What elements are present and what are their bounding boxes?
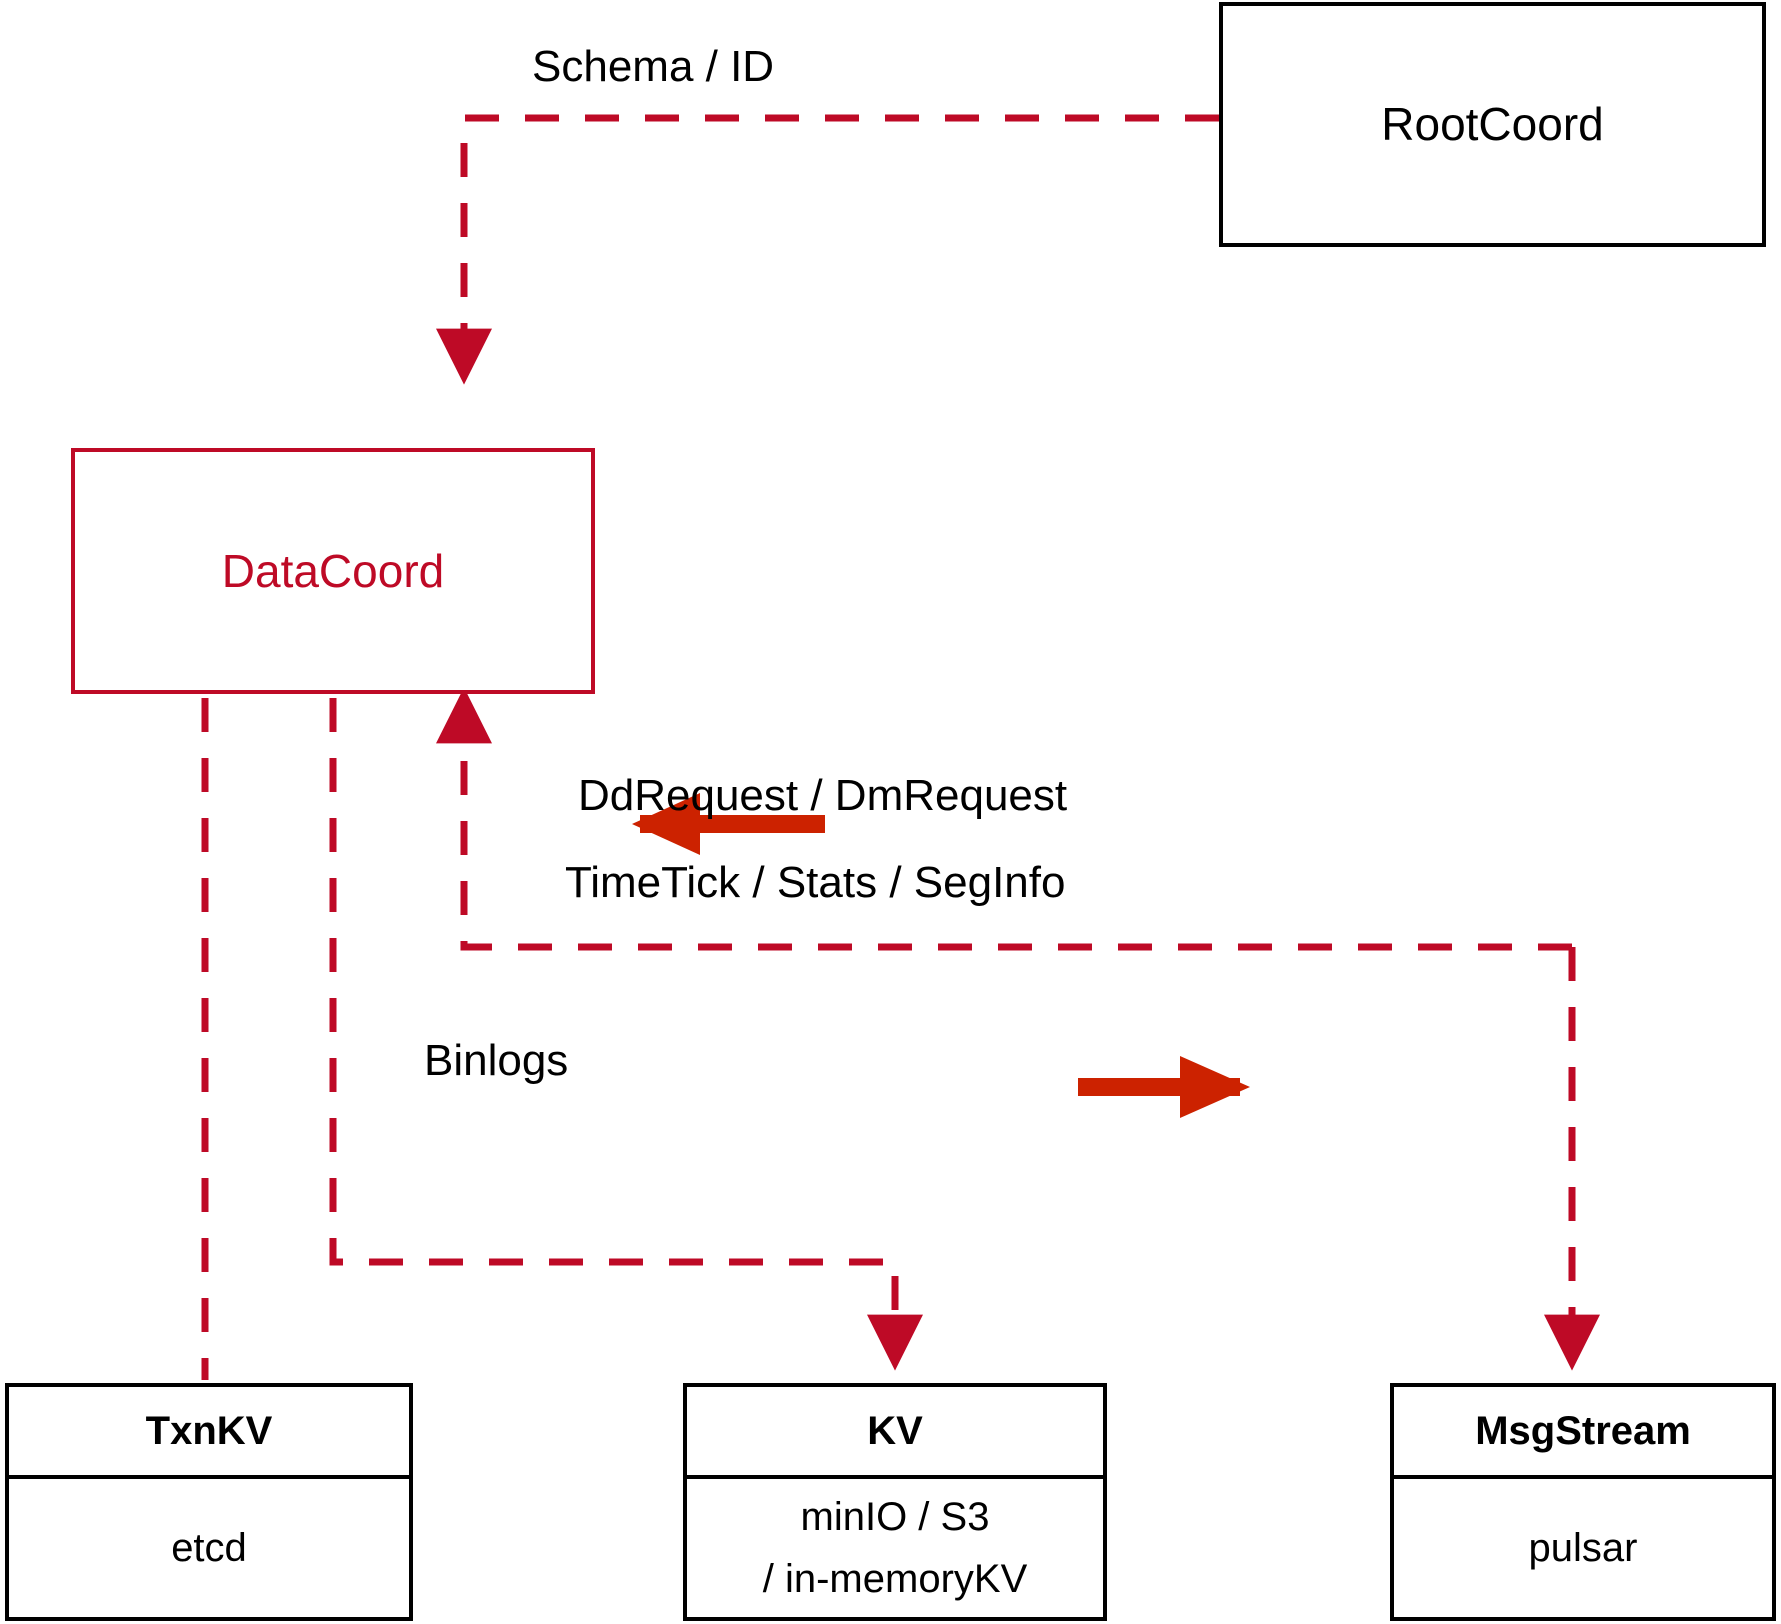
- store-kv-title: KV: [687, 1387, 1103, 1479]
- edge-label-schema-id: Schema / ID: [532, 42, 775, 91]
- store-txnkv-title: TxnKV: [9, 1387, 409, 1479]
- edge-binlogs-kv: [329, 698, 923, 1371]
- edge-label-timetick-stats-seginfo: TimeTick / Stats / SegInfo: [565, 858, 1066, 907]
- store-txnkv-detail: etcd: [171, 1526, 247, 1570]
- edge-schema-id: [436, 114, 1219, 385]
- node-rootcoord-label: RootCoord: [1381, 98, 1604, 151]
- edge-label-ddrequest-dmrequest: DdRequest / DmRequest: [578, 771, 1068, 820]
- store-msgstream[interactable]: MsgStream pulsar: [1390, 1383, 1776, 1621]
- node-datacoord-label: DataCoord: [221, 544, 445, 597]
- edge-label-binlogs: Binlogs: [424, 1036, 569, 1085]
- edge-ddrequest-timetick: [436, 687, 1600, 1371]
- direction-arrow-right-icon: [1078, 1056, 1250, 1118]
- store-kv-detail: minIO / S3 / in-memoryKV: [762, 1495, 1028, 1601]
- direction-arrow-left-icon: [632, 793, 825, 855]
- store-msgstream-title: MsgStream: [1394, 1387, 1772, 1479]
- store-msgstream-detail: pulsar: [1528, 1526, 1638, 1570]
- node-rootcoord[interactable]: RootCoord: [1219, 2, 1766, 247]
- node-datacoord[interactable]: DataCoord: [71, 448, 595, 694]
- store-txnkv[interactable]: TxnKV etcd: [5, 1383, 413, 1621]
- store-kv[interactable]: KV minIO / S3 / in-memoryKV: [683, 1383, 1107, 1621]
